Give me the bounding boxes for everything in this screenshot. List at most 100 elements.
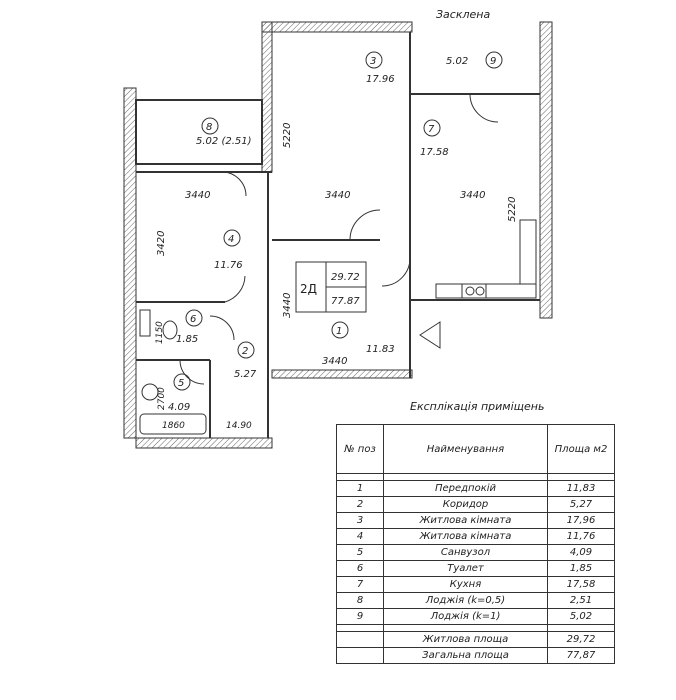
dim-vert-room6: 1150 [155,321,165,344]
room-number: 6 [190,314,196,325]
cell-pos: 1 [336,480,384,497]
stove [461,283,487,299]
plan-labels: Засклена 3440 3440 3440 5220 5220 3420 3… [155,8,518,431]
room-area: 5.02 (2.51) [196,136,252,147]
cell-area: 11,76 [547,528,615,545]
cell-area: 17,58 [547,576,615,593]
room-area: 1.85 [176,334,198,345]
room-number: 7 [428,124,435,135]
room-area: 11.76 [214,260,243,271]
total-area-stamp: 77.87 [331,296,360,307]
cell-name: Коридор [383,496,548,513]
room-area: 11.83 [366,344,395,355]
stove-burner [465,286,475,296]
cell-pos: 6 [336,560,384,577]
room-area: 5.02 [446,56,468,67]
cell-pos: 4 [336,528,384,545]
door-room3 [349,209,381,241]
header-area: Площа м2 [547,424,615,474]
door-room7 [381,257,411,287]
cell-name: Лоджія (k=1) [383,608,548,625]
dim-bottom-hall: 3440 [322,356,347,367]
interior-walls [135,32,540,438]
room-marker [365,51,383,69]
dim-vert-room5: 2700 [157,387,167,410]
cell-name: Туалет [383,560,548,577]
room-number: 9 [490,56,496,67]
wall-right-main [539,21,553,319]
cell-area: 5,27 [547,496,615,513]
doors [179,93,499,385]
walls [123,21,553,449]
room-marker [185,309,203,327]
cell-pos: 3 [336,512,384,529]
room-number: 2 [242,346,248,357]
dim-top-right: 3440 [460,190,485,201]
header-pos: № поз [336,424,384,474]
living-area-stamp: 29.72 [331,272,360,283]
room-marker [237,341,255,359]
cell-name: Житлова кімната [383,528,548,545]
toilet [162,320,178,340]
cell-name: Кухня [383,576,548,593]
room-marker [173,373,191,391]
door-room4 [224,275,246,303]
door-loggia8 [221,171,247,197]
door-room6 [209,315,235,341]
room-number: 4 [228,234,234,245]
cell-pos: 5 [336,544,384,561]
wall-top-room3 [261,21,413,33]
glazed-label: Засклена [436,8,490,21]
cell-pos: 2 [336,496,384,513]
cell-name: Загальна площа [383,647,548,664]
dim-vert-room3: 5220 [282,123,293,148]
dim-top-left: 3440 [185,190,210,201]
cell-name: Житлова кімната [383,512,548,529]
cell-pos: 9 [336,608,384,625]
washbasin [141,383,159,401]
kitchen-side-counter [519,219,537,285]
door-room5 [179,359,205,385]
room-number: 8 [206,122,212,133]
table-header-row: № поз Найменування Площа м2 [336,424,615,474]
room-marker [331,321,349,339]
header-name: Найменування [383,424,548,474]
cell-name: Житлова площа [383,631,548,648]
fixtures [139,219,537,435]
wall-left-top [123,87,137,439]
cell-area: 1,85 [547,560,615,577]
cell-pos: 8 [336,592,384,609]
cell-name: Передпокій [383,480,548,497]
room-area: 17.58 [420,147,449,158]
explication-title: Експлікація приміщень [410,400,545,413]
dim-bottom-right: 14.90 [226,421,252,431]
cell-area: 77,87 [547,647,615,664]
cell-area: 2,51 [547,592,615,609]
cell-area: 17,96 [547,512,615,529]
room-number: 3 [370,56,376,67]
room-marker [485,51,503,69]
dim-bottom-room5: 1860 [162,421,185,431]
spacer-row [336,473,615,481]
room-area: 17.96 [366,74,395,85]
room-marker [201,117,219,135]
room-area: 5.27 [234,369,257,380]
dim-vert-room4: 3420 [156,231,167,256]
room-marker [423,119,441,137]
cell-area: 29,72 [547,631,615,648]
cell-pos: 7 [336,576,384,593]
room-number: 1 [336,326,342,337]
cell-name: Лоджія (k=0,5) [383,592,548,609]
